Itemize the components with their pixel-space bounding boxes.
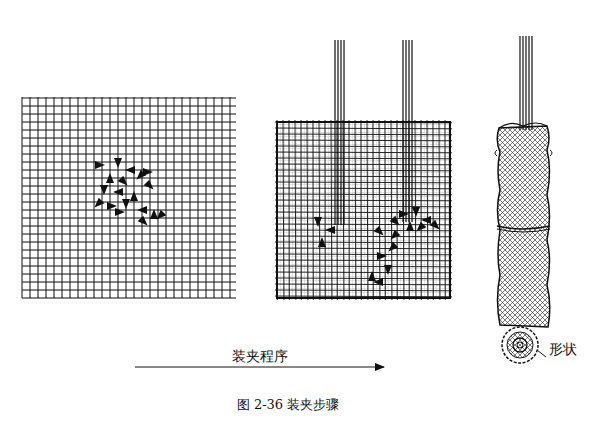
process-arrow: [135, 367, 384, 368]
process-label: 装夹程序: [231, 349, 289, 364]
mesh-sheet: [22, 97, 236, 298]
leader-line: [537, 350, 546, 357]
folded-mesh: [275, 120, 452, 300]
shape-label: 形状: [548, 342, 578, 357]
specimen-pieces: [92, 158, 443, 286]
figure-caption: 图 2-36 装夹步骤: [237, 398, 339, 412]
cross-section: [502, 327, 538, 363]
rolled-bundle: [495, 123, 552, 327]
